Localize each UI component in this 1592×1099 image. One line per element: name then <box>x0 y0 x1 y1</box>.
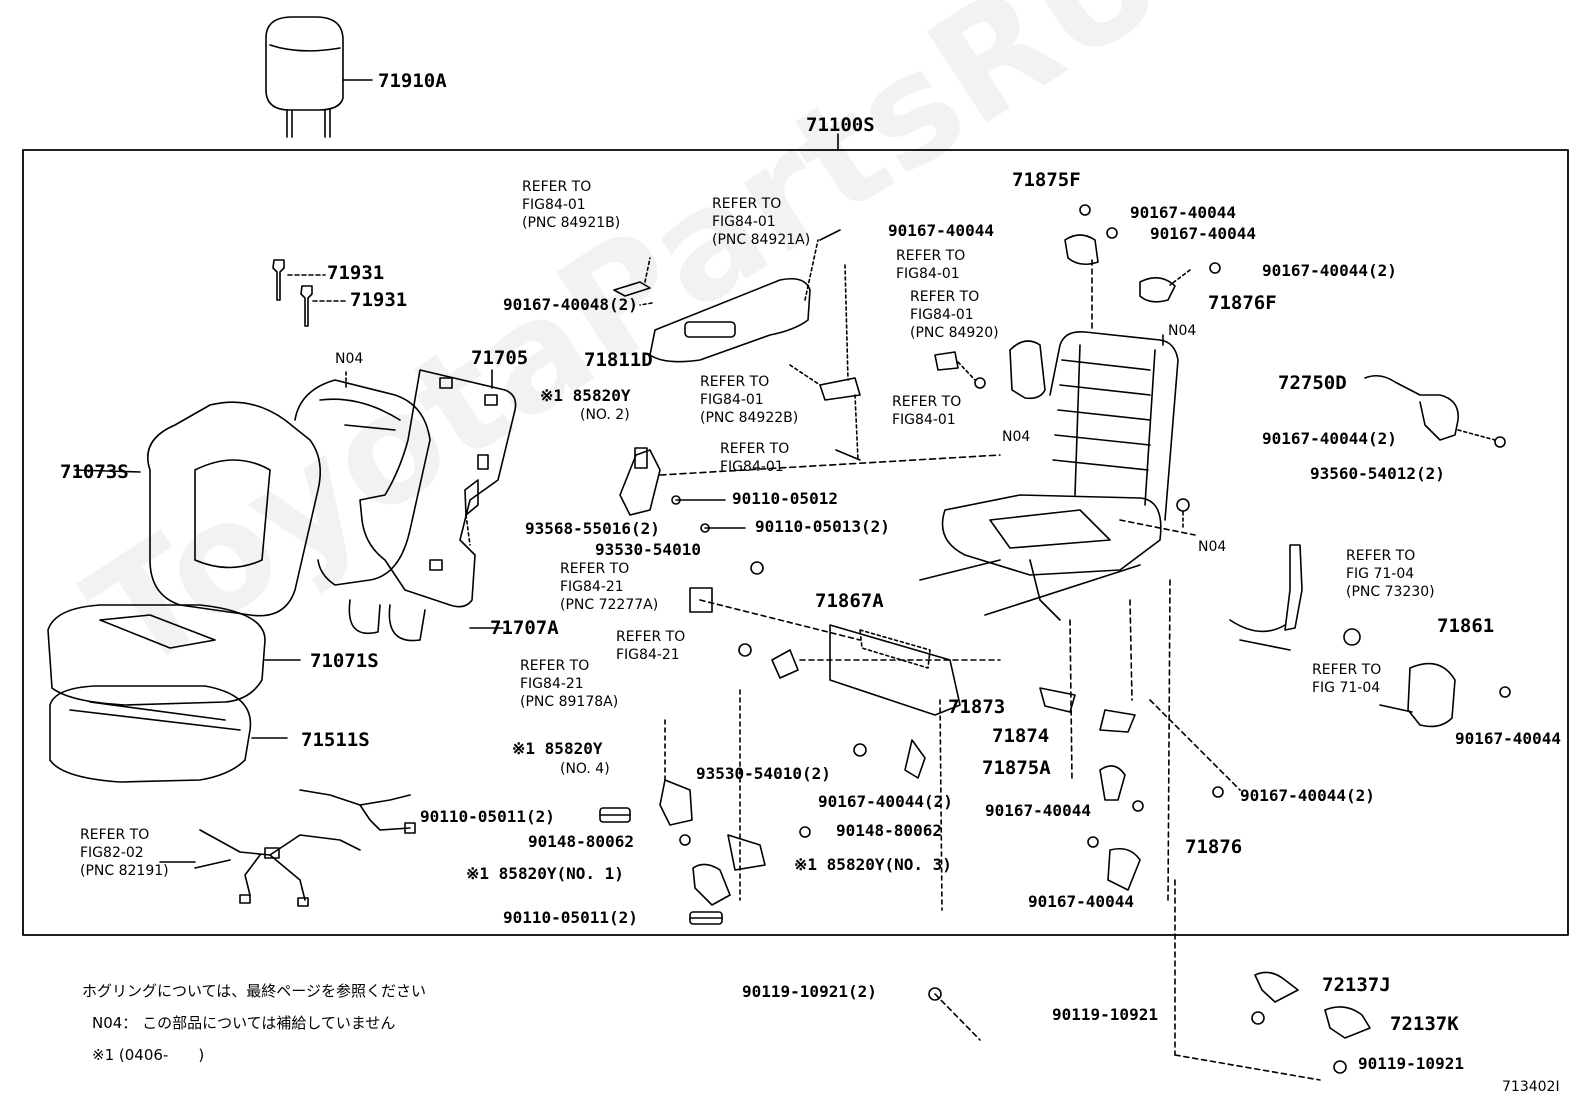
part-label-71875a[interactable]: 71875A <box>982 757 1051 779</box>
n04-label-side: N04 <box>1002 429 1031 445</box>
refer-fig84-21-89178a[interactable]: REFER TO FIG84-21 (PNC 89178A) <box>520 658 619 710</box>
part-label-90167-40044-2-a[interactable]: 90167-40044(2) <box>1262 261 1397 280</box>
part-label-90167-40044-e[interactable]: 90167-40044 <box>1455 729 1561 748</box>
part-label-71931-lower[interactable]: 71931 <box>350 289 408 311</box>
part-label-85820y-no3[interactable]: ※1 85820Y(NO. 3) <box>794 855 952 874</box>
wiring-harness-drawing <box>159 789 416 907</box>
part-label-90110-05013[interactable]: 90110-05013(2) <box>755 517 890 536</box>
seat-trim-drawing <box>829 624 961 716</box>
part-label-90167-40044-2-c[interactable]: 90167-40044(2) <box>1240 786 1375 805</box>
refer-fig84-01-84922b[interactable]: REFER TO FIG84-01 (PNC 84922B) <box>700 374 799 426</box>
seatback-cover-drawing <box>74 401 321 617</box>
part-label-90110-05012[interactable]: 90110-05012 <box>732 489 838 508</box>
part-label-90167-40044-shield[interactable]: 90167-40044 <box>888 221 994 240</box>
part-label-90148-80062-b[interactable]: 90148-80062 <box>836 821 942 840</box>
part-label-90119-10921-2[interactable]: 90119-10921(2) <box>742 982 877 1001</box>
part-label-90167-40044-a[interactable]: 90167-40044 <box>1130 203 1236 222</box>
n04-label-seatback: N04 <box>335 351 364 367</box>
motor-no4-note: (NO. 4) <box>560 761 610 777</box>
part-label-71811d[interactable]: 71811D <box>584 349 653 371</box>
part-label-71861[interactable]: 71861 <box>1437 615 1495 637</box>
refer-fig71-04[interactable]: REFER TO FIG 71-04 <box>1312 662 1382 696</box>
n04-label-right: N04 <box>1198 539 1227 555</box>
part-label-90148-80062-a[interactable]: 90148-80062 <box>528 832 634 851</box>
note-n04: N04： この部品については補給していません <box>92 1014 396 1032</box>
part-label-71100s[interactable]: 71100S <box>806 114 875 136</box>
figure-code: 713402I <box>1502 1079 1560 1095</box>
refer-fig84-21[interactable]: REFER TO FIG84-21 <box>616 629 686 663</box>
side-shield-drawing <box>613 229 1046 461</box>
seatback-frame-drawing <box>348 369 517 642</box>
hinge-bracket-drawings <box>1064 204 1221 331</box>
part-label-71705[interactable]: 71705 <box>471 347 529 369</box>
part-label-71511s[interactable]: 71511S <box>301 729 370 751</box>
part-label-93568-55016[interactable]: 93568-55016(2) <box>525 519 660 538</box>
motor-assemblies-drawing <box>599 447 1001 925</box>
part-label-93560-54012[interactable]: 93560-54012(2) <box>1310 464 1445 483</box>
part-label-72137j[interactable]: 72137J <box>1322 974 1391 996</box>
part-label-93530-54010-2[interactable]: 93530-54010(2) <box>696 764 831 783</box>
cushion-cover-drawing <box>47 604 301 706</box>
bottom-bracket-drawings <box>928 879 1371 1081</box>
refer-fig84-01-small[interactable]: REFER TO FIG84-01 <box>892 394 962 428</box>
part-label-90167-40044-c[interactable]: 90167-40044 <box>985 801 1091 820</box>
part-label-72750d[interactable]: 72750D <box>1278 372 1347 394</box>
cushion-pad-drawing <box>49 685 288 783</box>
refer-fig84-01-84920[interactable]: REFER TO FIG84-01 (PNC 84920) <box>910 289 999 341</box>
note-footnote-1: ※1 (0406- ) <box>92 1046 205 1064</box>
part-label-90167-40044-2-d[interactable]: 90167-40044(2) <box>1262 429 1397 448</box>
part-label-90167-40048[interactable]: 90167-40048(2) <box>503 295 638 314</box>
part-label-90167-40044-d[interactable]: 90167-40044 <box>1028 892 1134 911</box>
part-label-71071s[interactable]: 71071S <box>310 650 379 672</box>
part-label-85820y-no1[interactable]: ※1 85820Y(NO. 1) <box>466 864 624 883</box>
refer-fig84-01-plain[interactable]: REFER TO FIG84-01 <box>896 248 966 282</box>
n04-label-frame: N04 <box>1168 323 1197 339</box>
part-label-93530-54010[interactable]: 93530-54010 <box>595 540 701 559</box>
part-label-71707a[interactable]: 71707A <box>490 617 559 639</box>
part-label-90119-10921-a[interactable]: 90119-10921 <box>1052 1005 1158 1024</box>
part-label-71873[interactable]: 71873 <box>948 696 1006 718</box>
refer-fig71-04-73230[interactable]: REFER TO FIG 71-04 (PNC 73230) <box>1346 548 1435 600</box>
part-label-71867a[interactable]: 71867A <box>815 590 884 612</box>
part-label-71876f[interactable]: 71876F <box>1208 292 1277 314</box>
part-label-71874[interactable]: 71874 <box>992 725 1050 747</box>
seat-frame-drawing <box>919 330 1196 621</box>
refer-fig82-02[interactable]: REFER TO FIG82-02 (PNC 82191) <box>80 827 169 879</box>
motor-no2-note: (NO. 2) <box>580 407 630 423</box>
part-label-71910a[interactable]: 71910A <box>378 70 447 92</box>
guide-pins-drawing <box>272 259 346 327</box>
part-label-72137k[interactable]: 72137K <box>1390 1013 1459 1035</box>
lower-brackets-drawing <box>1039 579 1241 901</box>
part-label-85820y-no2[interactable]: ※1 85820Y <box>540 386 631 405</box>
part-label-90110-05011-b[interactable]: 90110-05011(2) <box>503 908 638 927</box>
part-label-90167-40044-2-b[interactable]: 90167-40044(2) <box>818 792 953 811</box>
part-label-85820y-no4[interactable]: ※1 85820Y <box>512 739 603 758</box>
part-label-90167-40044-b[interactable]: 90167-40044 <box>1150 224 1256 243</box>
seatback-pad-drawing <box>294 371 431 586</box>
part-label-71931-upper[interactable]: 71931 <box>327 262 385 284</box>
right-side-part-drawings <box>1229 374 1511 728</box>
note-hog-ring: ホグリングについては、最終ページを参照ください <box>82 982 426 1000</box>
headrest-drawing <box>265 16 373 138</box>
part-label-90119-10921-b[interactable]: 90119-10921 <box>1358 1054 1464 1073</box>
refer-fig84-01-small2[interactable]: REFER TO FIG84-01 <box>720 441 790 475</box>
refer-fig84-01-84921a[interactable]: REFER TO FIG84-01 (PNC 84921A) <box>712 196 811 248</box>
part-label-71876[interactable]: 71876 <box>1185 836 1243 858</box>
part-label-71875f[interactable]: 71875F <box>1012 169 1081 191</box>
refer-fig84-01-84921b[interactable]: REFER TO FIG84-01 (PNC 84921B) <box>522 179 621 231</box>
refer-fig84-21-72277a[interactable]: REFER TO FIG84-21 (PNC 72277A) <box>560 561 659 613</box>
part-label-90110-05011-a[interactable]: 90110-05011(2) <box>420 807 555 826</box>
part-label-71073s[interactable]: 71073S <box>60 461 129 483</box>
